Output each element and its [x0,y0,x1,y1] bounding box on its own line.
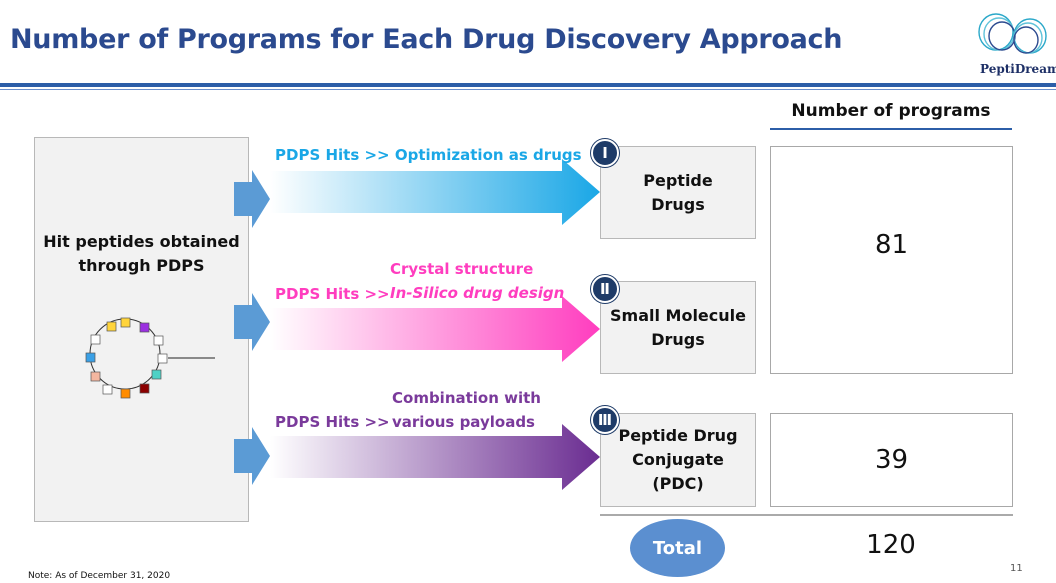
value-box-combined: 81 [770,146,1013,374]
badge-numeral-2: Ⅱ [591,275,619,303]
connector-arrow-icon [234,427,270,485]
header-divider [0,83,1056,87]
connector-arrow-icon [234,170,270,228]
label-prefix-2: PDPS Hits >> [275,285,390,303]
label-combination: Combination with [392,389,541,407]
label-crystal-structure: Crystal structure [390,260,534,278]
label-optimization: PDPS Hits >> Optimization as drugs [275,146,582,164]
cyclic-peptide-icon [85,317,215,399]
header-divider-thin [0,89,1056,90]
small-molecule-label: Small Molecule Drugs [610,305,746,349]
header-underline [770,128,1012,130]
value-combined: 81 [874,230,909,260]
number-of-programs-header: Number of programs [791,101,991,121]
value-box-pdc: 39 [770,413,1013,507]
peptidream-logo-icon [978,13,1047,54]
connector-arrow-icon [234,293,270,351]
total-badge: Total [630,519,725,577]
page-title: Number of Programs for Each Drug Discove… [10,24,843,55]
badge-numeral-3: Ⅲ [591,406,619,434]
total-divider [600,514,1013,516]
peptide-drugs-label: Peptide Drugs [643,170,713,214]
arrow-payload-icon [270,424,600,490]
pdc-box: Peptide Drug Conjugate (PDC) [600,413,756,507]
label-payloads: various payloads [392,413,535,431]
value-pdc: 39 [874,445,909,475]
peptide-drugs-box: Peptide Drugs [600,146,756,239]
footnote: Note: As of December 31, 2020 [28,571,171,581]
pdc-label: Peptide Drug Conjugate (PDC) [618,426,738,493]
total-value: 120 [866,530,916,560]
small-molecule-box: Small Molecule Drugs [600,281,756,374]
badge-numeral-1: Ⅰ [591,139,619,167]
hit-peptides-label: Hit peptides obtained through PDPS [43,232,240,275]
label-insilico: In-Silico drug design [390,284,565,302]
label-prefix-3: PDPS Hits >> [275,413,390,431]
arrow-insilico-icon [270,296,600,362]
total-label: Total [652,537,703,559]
page-number: 11 [1010,563,1023,574]
arrow-optimization-icon [270,159,600,225]
logo-text: PeptiDream [980,62,1056,76]
